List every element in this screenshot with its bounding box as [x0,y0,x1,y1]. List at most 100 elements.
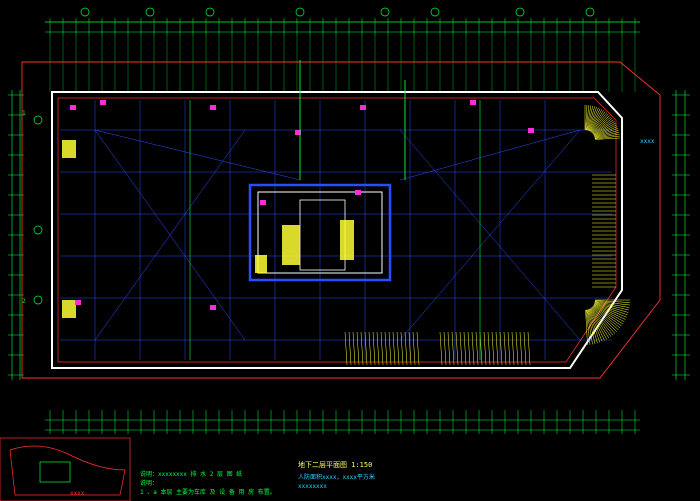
ramp-hatch [392,331,396,366]
curved-ramp-hatch [585,309,591,345]
axis-bubble [33,225,43,235]
curved-ramp-hatch [589,308,607,340]
curved-ramp-hatch [588,309,603,342]
axis-marker-b: 2 [22,298,26,305]
curved-ramp-hatch [586,105,592,131]
curved-ramp-hatch [590,111,606,132]
ramp-hatch [511,331,515,366]
equipment-symbol [75,300,81,305]
curved-ramp-hatch [594,130,619,138]
stair-block [255,255,267,273]
ramp-hatch [523,331,527,366]
curved-ramp-hatch [591,307,614,336]
axis-bubble [205,7,215,17]
curved-ramp-hatch [589,108,601,132]
axis-bubble [585,7,595,17]
stair-block [62,300,76,318]
axis-marker-a: 1 [22,110,26,117]
drainage-slope-line [399,129,581,181]
ramp-hatch [344,331,348,366]
drawing-title: 地下二层平面图 1:150 [298,461,373,469]
central-core [248,183,392,282]
axis-bubble [295,7,305,17]
equipment-symbol [70,105,76,110]
curved-ramp-hatch [587,309,598,344]
curved-ramp-hatch [587,106,595,131]
curved-ramp-hatch [593,305,622,327]
ramp-hatch [372,331,376,366]
core-inner-wall [257,191,383,274]
ramp-hatch [447,331,451,366]
equipment-symbol [260,200,266,205]
ramp-hatch [495,331,499,366]
ramp-hatch [400,331,404,366]
axis-bubble [33,295,43,305]
ramp-hatch [483,331,487,366]
ramp-hatch [380,331,384,366]
curved-ramp-hatch [586,309,593,345]
curved-ramp-hatch [594,128,619,137]
curved-ramp-hatch [594,301,629,311]
curved-ramp-hatch [594,126,618,137]
curved-ramp-hatch [593,304,626,320]
ramp-hatch [360,331,364,366]
axis-bubble [515,7,525,17]
curved-ramp-hatch [594,135,620,140]
ramp-hatch [467,331,471,366]
ramp-hatch [368,331,372,366]
notes-line-2: 1 、a 本层 主要为车库 及 设 备 用 房 布置。 [140,489,276,496]
ramp-hatch [388,331,392,366]
curved-ramp-hatch [593,124,617,136]
curved-ramp-hatch [594,300,630,303]
ramp-hatch [499,331,503,366]
stair-block [340,220,354,260]
drainage-slope-line [94,129,301,181]
keyplan-frame [0,437,131,501]
ramp-hatch [527,331,531,366]
curved-ramp-hatch [594,301,630,308]
ramp-hatch [463,331,467,366]
ramp-hatch [471,331,475,366]
ramp-hatch [408,331,412,366]
notes-line-1: 说明： [140,480,159,487]
curved-ramp-hatch [590,308,612,337]
ramp-hatch [459,331,463,366]
ramp-hatch [515,331,519,366]
ramp-hatch [404,331,408,366]
curved-ramp-hatch [589,308,605,341]
ramp-hatch [487,331,491,366]
ramp-hatch [479,331,483,366]
ramp-hatch [519,331,523,366]
building-inner-outline [57,97,617,363]
curved-ramp-hatch [591,115,610,134]
equipment-symbol [528,128,534,133]
keyplan-label: xxxx [70,490,85,497]
keyplan-building [39,461,71,483]
equipment-symbol [210,305,216,310]
curved-ramp-hatch [593,305,624,325]
curved-ramp-hatch [590,308,610,339]
ramp-hatch [376,331,380,366]
right-annotation: xxxx [640,138,655,145]
ramp-hatch [491,331,495,366]
equipment-symbol [100,100,106,105]
ramp-hatch [475,331,479,366]
ramp-hatch [443,331,447,366]
drawing-subtitle-1: 人防面积xxxx，xxxx平方米 [298,474,375,481]
equipment-symbol [355,190,361,195]
ramp-hatch [412,331,416,366]
ramp-hatch [455,331,459,366]
ramp-hatch [439,331,443,366]
drainage-slope-line [399,129,581,341]
stair-block [62,140,76,158]
curved-ramp-hatch [585,105,590,131]
ramp-hatch [503,331,507,366]
site-boundary [21,61,661,379]
equipment-symbol [360,105,366,110]
curved-ramp-hatch [591,113,609,133]
keyplan-outline [9,445,126,496]
ramp-hatch [451,331,455,366]
curved-ramp-hatch [594,137,620,140]
curved-ramp-hatch [592,306,621,329]
